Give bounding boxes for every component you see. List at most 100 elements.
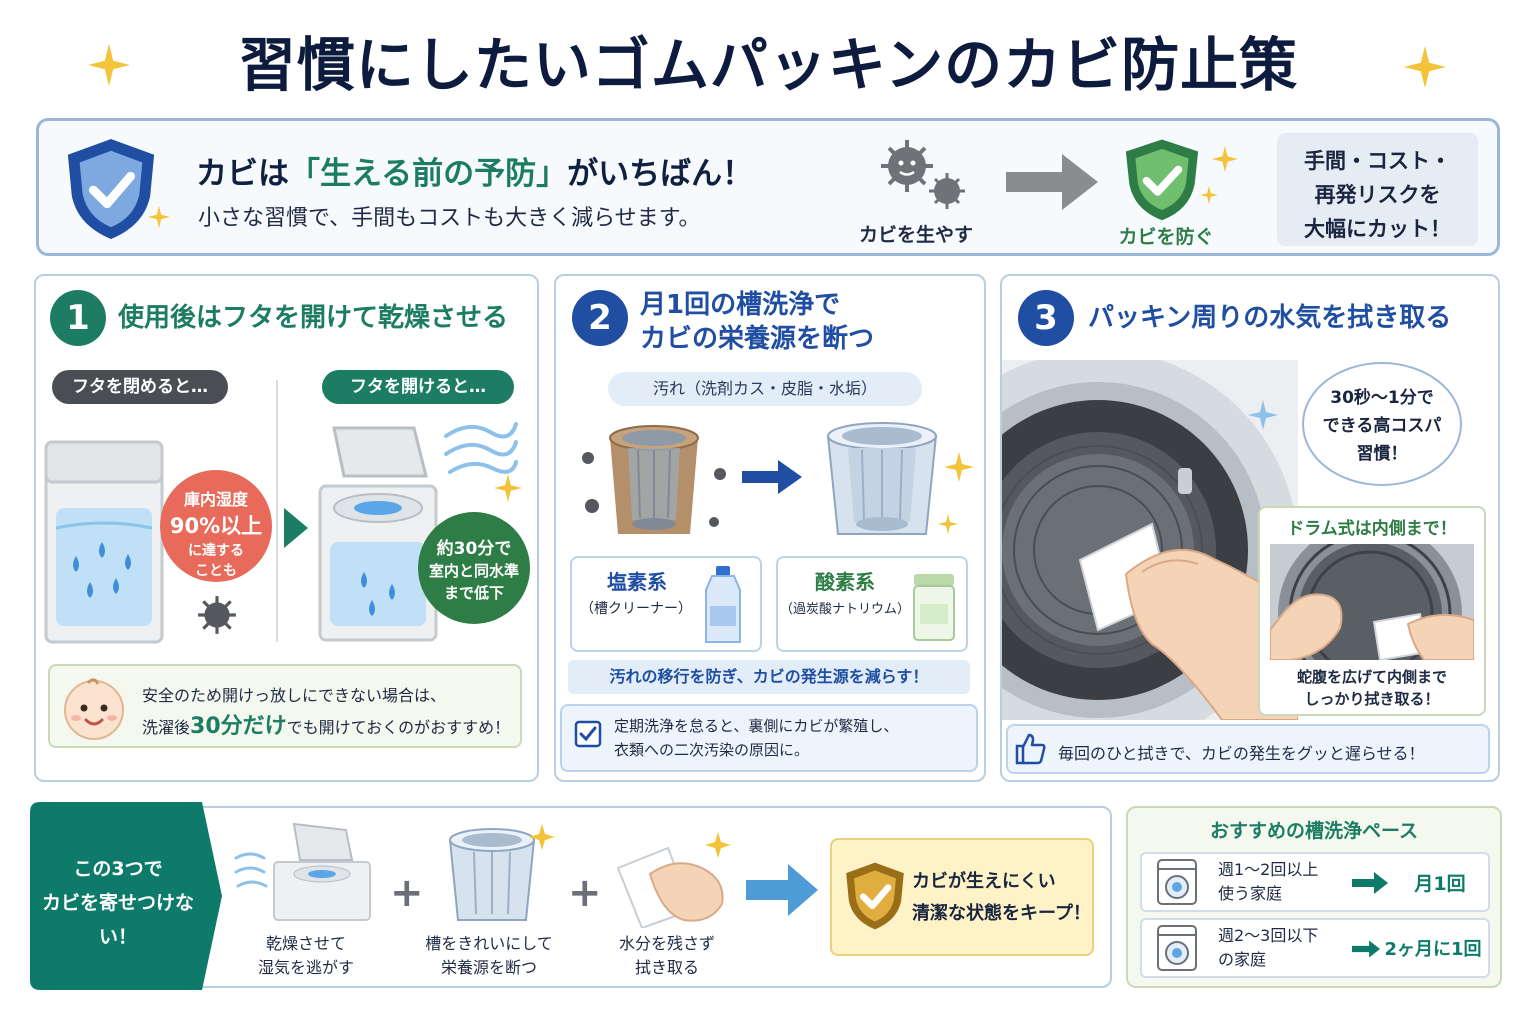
section-3-title: パッキン周りの水気を拭き取る (1088, 303, 1452, 333)
section-2-banner: 汚れの移行を防ぎ、カビの発生源を減らす！ (568, 660, 970, 694)
divider (276, 380, 278, 642)
step-2-line: 槽をきれいにして (425, 934, 553, 953)
pace-frequency: 2ヶ月に1回 (1384, 939, 1482, 960)
summary-lead-tab (30, 802, 222, 990)
wipe-cloth-icon (614, 828, 738, 928)
sparkle-icon (1212, 146, 1238, 172)
plus-icon: + (568, 870, 602, 916)
step-1-line: 湿気を逃がす (257, 958, 354, 977)
sparkle-icon (1200, 186, 1218, 204)
drum-washer-illustration (1002, 360, 1298, 720)
pace-usage-line: 使う家庭 (1218, 884, 1283, 903)
thumbs-up-icon (1014, 732, 1048, 766)
sparkle-icon (938, 514, 958, 534)
step-3-line: 拭き取る (634, 958, 699, 977)
pace-usage: 週2〜3回以下 の家庭 (1218, 924, 1318, 972)
sparkle-icon (494, 474, 522, 502)
air-flow-icon (440, 416, 520, 486)
chlorine-name: 塩素系 (607, 570, 667, 594)
humidity-drop-circle: 約30分で 室内と同水準 まで低下 (418, 512, 530, 624)
arrow-right-icon (742, 460, 802, 494)
washer-icon (1156, 924, 1198, 972)
summary-lead-line: カビを寄せつけない！ (41, 892, 194, 948)
drum-gasket-illustration (1270, 544, 1474, 660)
arrow-right-icon (284, 508, 308, 548)
lid-closed-label: フタを閉めると… (52, 370, 228, 404)
sparkle-icon (1248, 400, 1278, 430)
washer-icon (1156, 858, 1198, 906)
cut-line: 手間・コスト・ (1304, 149, 1451, 173)
pace-row (1140, 918, 1490, 978)
drop-line: 約30分で (436, 539, 512, 559)
dry-washer-icon (234, 822, 374, 922)
section-2-title-line: カビの栄養源を断つ (640, 324, 875, 354)
checkbox-icon (574, 720, 602, 748)
summary-step-1: 乾燥させて 湿気を逃がす (236, 932, 376, 980)
note-line-1: 安全のため開けっ放しにできない場合は、 (142, 686, 447, 705)
quick-habit-bubble: 30秒〜1分で できる高コスパ 習慣！ (1302, 362, 1462, 486)
drum-tip-title: ドラム式は内側まで！ (1287, 519, 1457, 539)
plus-icon: + (390, 870, 424, 916)
drop-line: まで低下 (443, 584, 504, 602)
section-3-footer-text: 毎回のひと拭きで、カビの発生をグッと遅らせる！ (1058, 744, 1425, 763)
humidity-line: に達する (188, 543, 244, 559)
arrow-right-icon (1352, 872, 1388, 894)
sparkle-icon (148, 206, 170, 228)
section-3-footer (1006, 724, 1490, 774)
pace-title: おすすめの槽洗浄ペース (1209, 820, 1419, 842)
pace-usage-line: 週1〜2回以上 (1218, 860, 1319, 879)
shield-check-icon (62, 135, 160, 243)
jar-icon (910, 572, 958, 642)
note-line-2: 洗濯後30分だけでも開けておくのがおすすめ！ (142, 714, 511, 739)
result-text: カビが生えにくい 清潔な状態をキープ！ (912, 866, 1091, 930)
section-2-number: 2 (572, 290, 628, 346)
humidity-line: 庫内湿度 (183, 490, 248, 509)
clean-drum-icon (812, 414, 952, 544)
arrow-right-icon (1006, 152, 1100, 212)
section-1-title: 使用後はフタを開けて乾燥させる (118, 303, 509, 333)
step-1-line: 乾燥させて (265, 934, 346, 953)
baby-face-icon (58, 676, 130, 742)
lid-open-label: フタを開けると… (322, 370, 514, 404)
pace-usage-line: 週2〜3回以下 (1218, 926, 1319, 945)
bubble-line: できる高コスパ (1322, 416, 1442, 436)
sparkle-icon (88, 44, 130, 86)
bubble-line: 30秒〜1分で (1330, 388, 1434, 408)
arrow-right-icon (1352, 938, 1380, 960)
section-2-warning (560, 704, 978, 772)
chlorine-sub: （槽クリーナー） (580, 601, 692, 617)
step-3-line: 水分を残さず (618, 934, 715, 953)
summary-step-2: 槽をきれいにして 栄養源を断つ (414, 932, 564, 980)
prevent-label: カビを防ぐ (1118, 226, 1214, 248)
cost-cut-box: 手間・コスト・ 再発リスクを 大幅にカット！ (1277, 133, 1478, 246)
section-1-number: 1 (50, 290, 106, 346)
warning-line: 衣類への二次汚染の原因に。 (614, 741, 810, 759)
drop-line: 室内と同水準 (428, 562, 519, 580)
humidity-line: ことも (195, 563, 237, 579)
warning-line: 定期洗浄を怠ると、裏側にカビが繁殖し、 (614, 717, 899, 735)
result-line: 清潔な状態をキープ！ (912, 903, 1091, 924)
section-2-title: 月1回の槽洗浄で カビの栄養源を断つ (640, 288, 980, 356)
arrow-right-icon (746, 864, 818, 916)
drum-tip-caption: 蛇腹を広げて内側まで しっかり拭き取る！ (1262, 666, 1482, 710)
section-2-title-line: 月1回の槽洗浄で (640, 290, 841, 320)
bubble-line: 習慣！ (1356, 444, 1408, 464)
sparkle-icon (1404, 46, 1446, 88)
clean-tub-icon (436, 824, 556, 924)
humidity-line: 90%以上 (169, 514, 263, 538)
dirt-label: 汚れ（洗剤カス・皮脂・水垢） (608, 372, 922, 406)
pace-frequency: 月1回 (1414, 873, 1466, 895)
mold-label: カビを生やす (858, 224, 973, 246)
warning-text: 定期洗浄を怠ると、裏側にカビが繁殖し、 衣類への二次汚染の原因に。 (614, 714, 898, 762)
green-shield-check-icon (1118, 136, 1206, 222)
mold-icon (872, 136, 972, 216)
summary-lead-line: この3つで (73, 858, 163, 880)
drum-caption-line: しっかり拭き取る！ (1304, 690, 1440, 708)
chlorine-cleaner-card (570, 556, 762, 652)
dirty-drum-icon (574, 416, 734, 546)
mold-icon (196, 594, 238, 636)
banner-subline: 小さな習慣で、手間もコストも大きく減らせます。 (198, 206, 701, 231)
result-line: カビが生えにくい (912, 871, 1056, 892)
pace-usage: 週1〜2回以上 使う家庭 (1218, 858, 1318, 906)
page-title: 習慣にしたいゴムパッキンのカビ防止策 (237, 31, 1299, 99)
